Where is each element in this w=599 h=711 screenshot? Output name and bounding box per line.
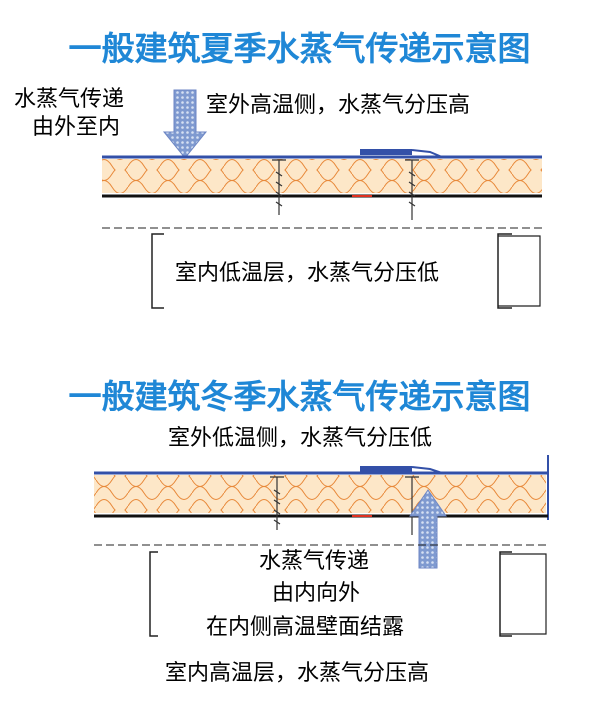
winter-title: 一般建筑冬季水蒸气传递示意图 (68, 377, 531, 416)
summer-title: 一般建筑夏季水蒸气传递示意图 (68, 29, 531, 68)
winter-arrow-label-line2: 由内向外 (272, 581, 361, 606)
summer-arrow-label-line1: 水蒸气传递 (14, 87, 125, 112)
arrow-up-icon (409, 489, 447, 569)
arrow-down-icon (162, 89, 208, 159)
summer-outside-label: 室外高温侧，水蒸气分压高 (206, 93, 471, 118)
summer-inside-label: 室内低温层，水蒸气分压低 (175, 261, 440, 286)
winter-inside-label: 室内高温层，水蒸气分压高 (165, 661, 430, 686)
winter-outside-label: 室外低温侧，水蒸气分压低 (168, 426, 433, 451)
winter-arrow-label-line3: 在内侧高温壁面结露 (206, 615, 405, 640)
summer-arrow-label-line2: 由外至内 (32, 115, 121, 140)
winter-arrow-label-line1: 水蒸气传递 (259, 549, 370, 574)
